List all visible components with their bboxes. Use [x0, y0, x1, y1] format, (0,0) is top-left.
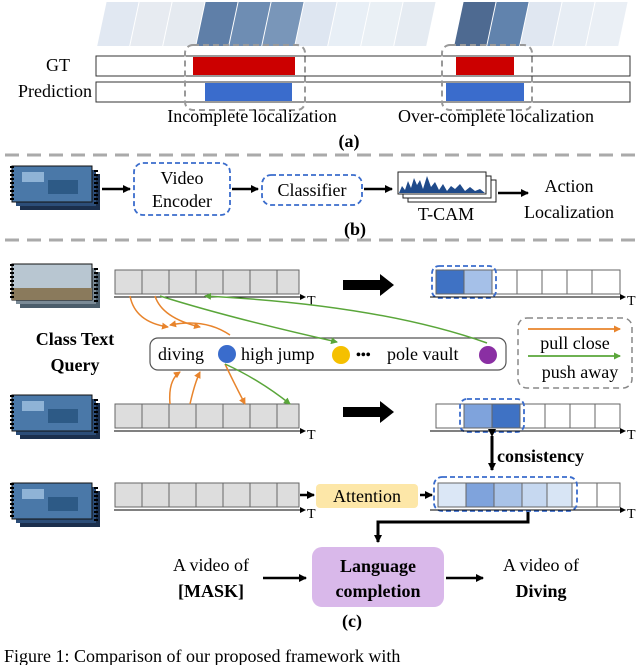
axis-t-row1: T: [307, 294, 316, 309]
query-ellipsis: •••: [356, 348, 371, 363]
video-clip-icon-row3: [10, 482, 100, 527]
attention-label: Attention: [333, 486, 401, 506]
gt-timeline: [95, 55, 631, 77]
caption-a: (a): [339, 131, 360, 152]
query-high-jump-dot: [332, 346, 350, 364]
legend-box: [517, 317, 633, 389]
query-high-jump: high jump: [241, 344, 315, 364]
query-pole-vault-dot: [479, 346, 497, 364]
axis-t-row3: T: [307, 507, 316, 522]
overcomplete-localization-label: Over-complete localization: [398, 106, 594, 126]
language-completion-box: [312, 547, 444, 607]
output-text-line2: Diving: [515, 581, 566, 601]
query-diving: diving: [158, 344, 204, 364]
figure-footer-text: Figure 1: Comparison of our proposed fra…: [4, 646, 400, 665]
class-text-query-line2: Query: [51, 355, 100, 375]
video-clip-icon-row2: [10, 394, 100, 439]
class-query-box: [149, 337, 507, 371]
feature-sequence-row3: [114, 482, 300, 508]
query-diving-dot: [218, 345, 236, 363]
overcomplete-box: [441, 44, 533, 111]
output-sequence-row1: [435, 269, 621, 295]
feature-sequence-row2: [114, 403, 300, 429]
attention-box: [316, 484, 418, 508]
video-encoder-box: [133, 162, 231, 216]
legend-pull-label: pull close: [540, 333, 610, 353]
feature-sequence-row1: [114, 269, 300, 295]
gt-label: GT: [46, 55, 70, 75]
classifier-label: Classifier: [278, 180, 347, 200]
video-clip-icon-b: [10, 165, 100, 210]
output-highlight-row3: [433, 476, 578, 512]
caption-c: (c): [342, 611, 362, 632]
prediction-segment-1: [205, 83, 292, 101]
row2-query-arrows: [168, 363, 291, 405]
gt-segment-1: [193, 57, 295, 75]
axis-t-row2: T: [307, 428, 316, 443]
video-frame-strip: [97, 2, 628, 46]
incomplete-box: [184, 44, 306, 111]
arrow-to-language-completion: [374, 512, 530, 543]
video-encoder-line1: Video: [161, 168, 204, 188]
prediction-label: Prediction: [18, 81, 92, 101]
big-arrow-row2: [343, 401, 394, 423]
query-pole-vault: pole vault: [387, 344, 458, 364]
output-sequence-row3: [437, 482, 621, 508]
panel-b: Video Encoder Classifier T-CAM Action Lo…: [10, 162, 614, 240]
language-completion-line1: Language: [340, 556, 416, 576]
output-highlight-row1: [431, 265, 497, 299]
gt-segment-2: [456, 57, 514, 75]
classifier-box: [261, 174, 363, 206]
tcam-icon: [397, 171, 497, 203]
prediction-timeline: [95, 81, 631, 103]
video-encoder-line2: Encoder: [152, 191, 212, 211]
tcam-label: T-CAM: [418, 204, 474, 224]
class-text-query-line1: Class Text: [36, 329, 115, 349]
axis-t-out2: T: [627, 428, 636, 443]
language-completion-line2: completion: [336, 581, 421, 601]
axis-t-out1: T: [627, 294, 636, 309]
input-text-line2: [MASK]: [178, 581, 244, 601]
panel-c: T T Class Text Query diving high jump ••…: [10, 263, 636, 632]
row1-query-arrows: [129, 292, 488, 345]
legend-push-label: push away: [542, 362, 618, 382]
prediction-segment-2: [446, 83, 524, 101]
panel-a: GT Prediction Incomplete localization Ov…: [18, 2, 631, 152]
input-text-line1: A video of: [173, 555, 249, 575]
big-arrow-row1: [343, 274, 394, 296]
video-clip-icon-row1: [10, 263, 100, 308]
action-localization-line1: Action: [545, 176, 594, 196]
output-sequence-row2: [435, 403, 621, 429]
action-localization-line2: Localization: [524, 202, 614, 222]
caption-b: (b): [344, 219, 366, 240]
consistency-label: consistency: [497, 446, 584, 466]
axis-t-out3: T: [627, 507, 636, 522]
output-text-line1: A video of: [503, 555, 579, 575]
incomplete-localization-label: Incomplete localization: [167, 106, 336, 126]
